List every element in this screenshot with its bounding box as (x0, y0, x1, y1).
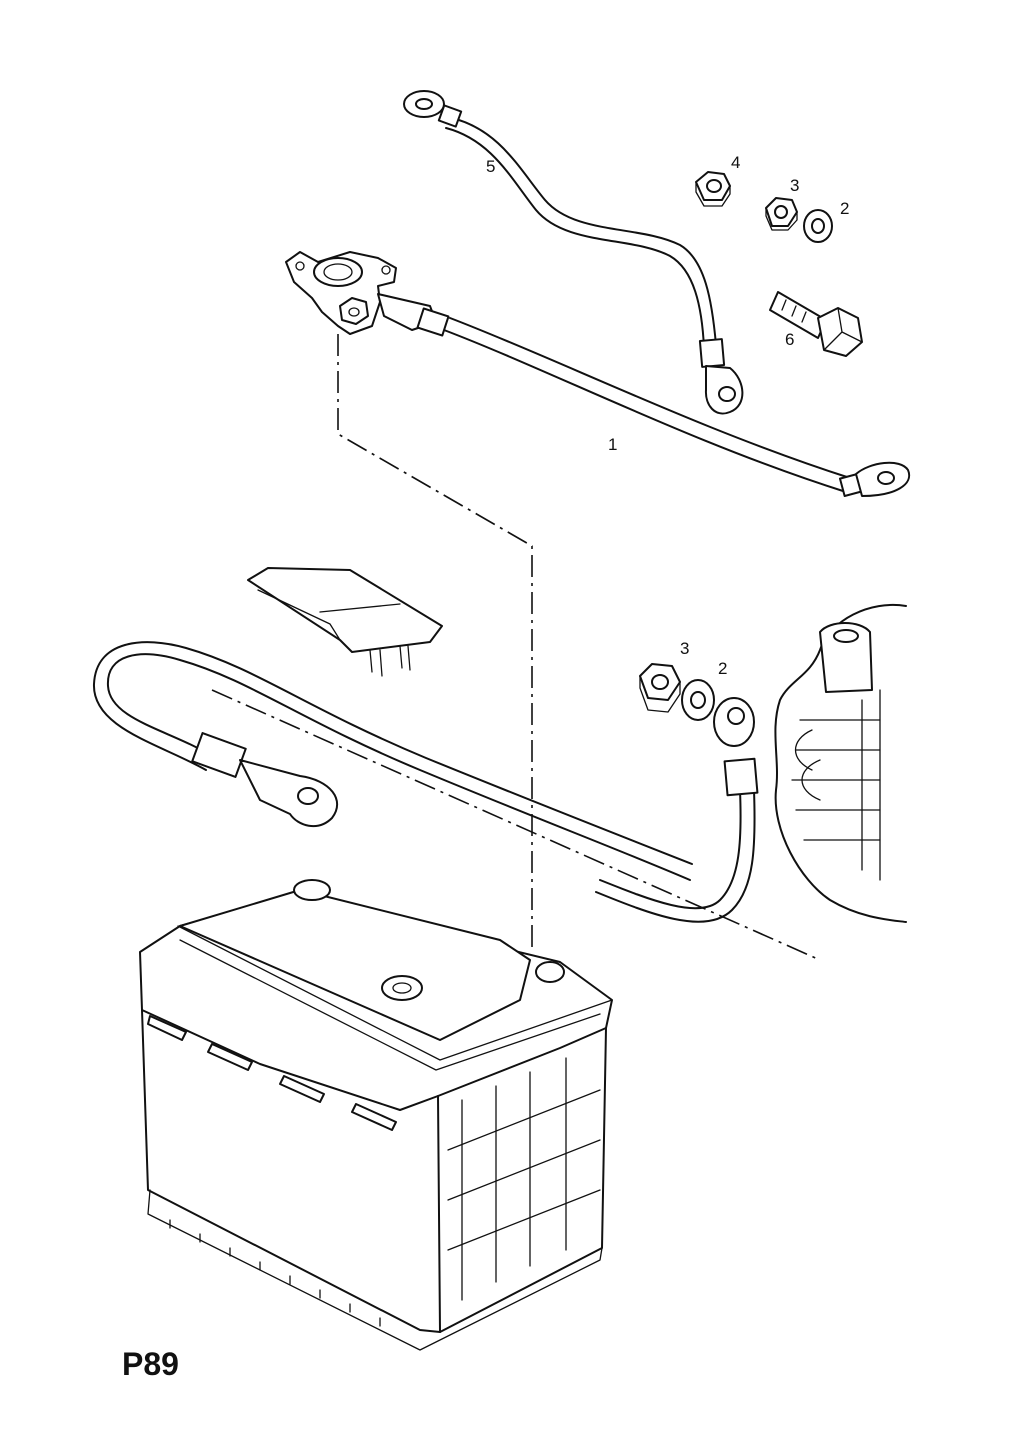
page-code: P89 (122, 1346, 179, 1382)
ground-strap-part-5[interactable] (403, 90, 744, 415)
battery-cable-part-1[interactable] (285, 251, 911, 498)
negative-cable[interactable] (595, 697, 759, 923)
alignment-lines (211, 334, 821, 961)
callout-1: 1 (608, 435, 617, 454)
washer-part-2-mid[interactable] (681, 679, 715, 721)
callout-4: 4 (731, 153, 740, 172)
callout-5: 5 (486, 157, 495, 176)
callout-3: 3 (790, 176, 799, 195)
bolt-part-6[interactable] (769, 291, 863, 357)
nut-part-3-mid[interactable] (639, 663, 681, 713)
callout-labels: 1 2 3 4 5 6 3 2 (486, 153, 849, 678)
callout-6: 6 (785, 330, 794, 349)
callout-2: 2 (840, 199, 849, 218)
callout-2-mid: 2 (718, 659, 727, 678)
battery (139, 879, 613, 1351)
positive-cable[interactable] (92, 641, 693, 881)
nut-part-3-top[interactable] (765, 197, 798, 231)
washer-part-2-top[interactable] (803, 209, 833, 243)
alternator (774, 603, 907, 923)
nut-part-4[interactable] (695, 171, 731, 207)
callout-3-mid: 3 (680, 639, 689, 658)
terminal-cover[interactable] (247, 567, 443, 677)
